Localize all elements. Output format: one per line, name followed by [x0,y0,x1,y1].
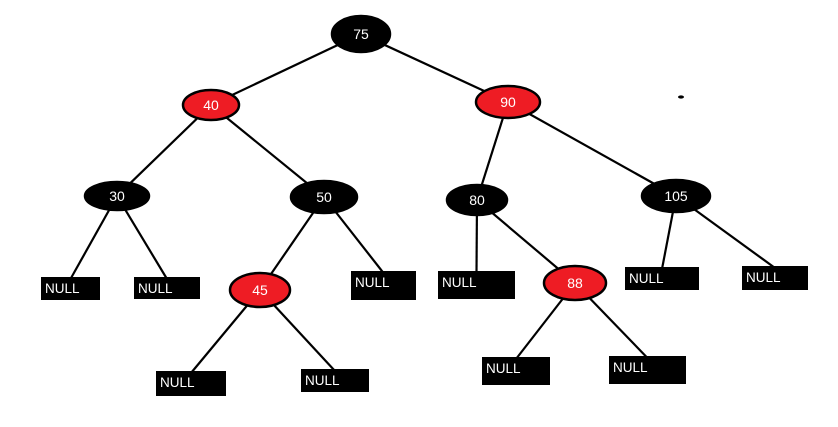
null-leaf-null45r: NULL [301,369,369,392]
null-leaf-label: NULL [629,271,664,286]
null-leaf-label: NULL [160,375,195,390]
node-label: 80 [469,192,485,208]
null-leaf-label: NULL [486,361,521,376]
null-leaf-label: NULL [138,281,173,296]
edge-n75-n40 [210,33,362,106]
node-label: 40 [203,97,219,113]
null-leaf-box [41,277,100,300]
null-leaf-box [351,271,416,300]
tree-nodes: 75 40 90 30 50 80 105 45 88 [83,14,712,309]
null-leaf-label: NULL [355,275,390,290]
tree-node-45: 45 [228,271,292,309]
null-leaf-box [438,271,515,299]
node-label: 88 [567,275,583,291]
null-leaf-null30r: NULL [134,277,200,299]
black-node-shape [289,179,359,215]
null-leaf-null105l: NULL [625,267,699,290]
node-label: 90 [500,94,516,110]
black-node-shape [330,14,392,54]
null-leaf-null50r: NULL [351,271,416,300]
stray-dot-mark [678,95,684,99]
black-node-shape [445,183,509,217]
node-label: 30 [109,188,125,204]
edge-n40-n30 [116,104,212,197]
tree-node-30: 30 [83,180,151,212]
null-leaf-null105r: NULL [742,266,808,290]
black-node-shape [83,180,151,212]
edge-n40-n50 [210,104,325,198]
null-leaf-label: NULL [746,270,781,285]
null-leaf-label: NULL [305,373,340,388]
null-leaf-box [301,369,369,392]
null-leaf-box [482,357,550,385]
null-leaves: NULL NULL NULL NULL NULL NULL NULL NULL NULL NULL [41,266,808,396]
tree-node-90: 90 [474,84,542,120]
null-leaf-box [609,356,686,384]
edge-n90-n105 [507,101,677,197]
node-label: 50 [316,189,332,205]
null-leaf-null88r: NULL [609,356,686,384]
null-leaf-label: NULL [442,275,477,290]
black-node-shape [640,178,712,214]
null-leaf-null88l: NULL [482,357,550,385]
tree-node-50: 50 [289,179,359,215]
null-leaf-null80l: NULL [438,271,515,299]
null-leaf-box [625,267,699,290]
node-label: 45 [252,282,268,298]
red-node-shape [181,88,241,122]
null-leaf-label: NULL [613,360,648,375]
null-leaf-null30l: NULL [41,277,100,300]
null-leaf-box [134,277,200,299]
tree-node-40: 40 [181,88,241,122]
null-leaf-label: NULL [45,281,80,296]
null-leaf-null45l: NULL [156,371,226,396]
tree-node-75: 75 [330,14,392,54]
node-label: 105 [664,188,688,204]
tree-node-80: 80 [445,183,509,217]
red-node-shape [474,84,542,120]
null-leaf-box [156,371,226,396]
null-leaf-box [742,266,808,290]
red-node-shape [542,264,608,302]
tree-node-105: 105 [640,178,712,214]
tree-node-88: 88 [542,264,608,302]
red-node-shape [228,271,292,309]
node-label: 75 [353,26,369,42]
